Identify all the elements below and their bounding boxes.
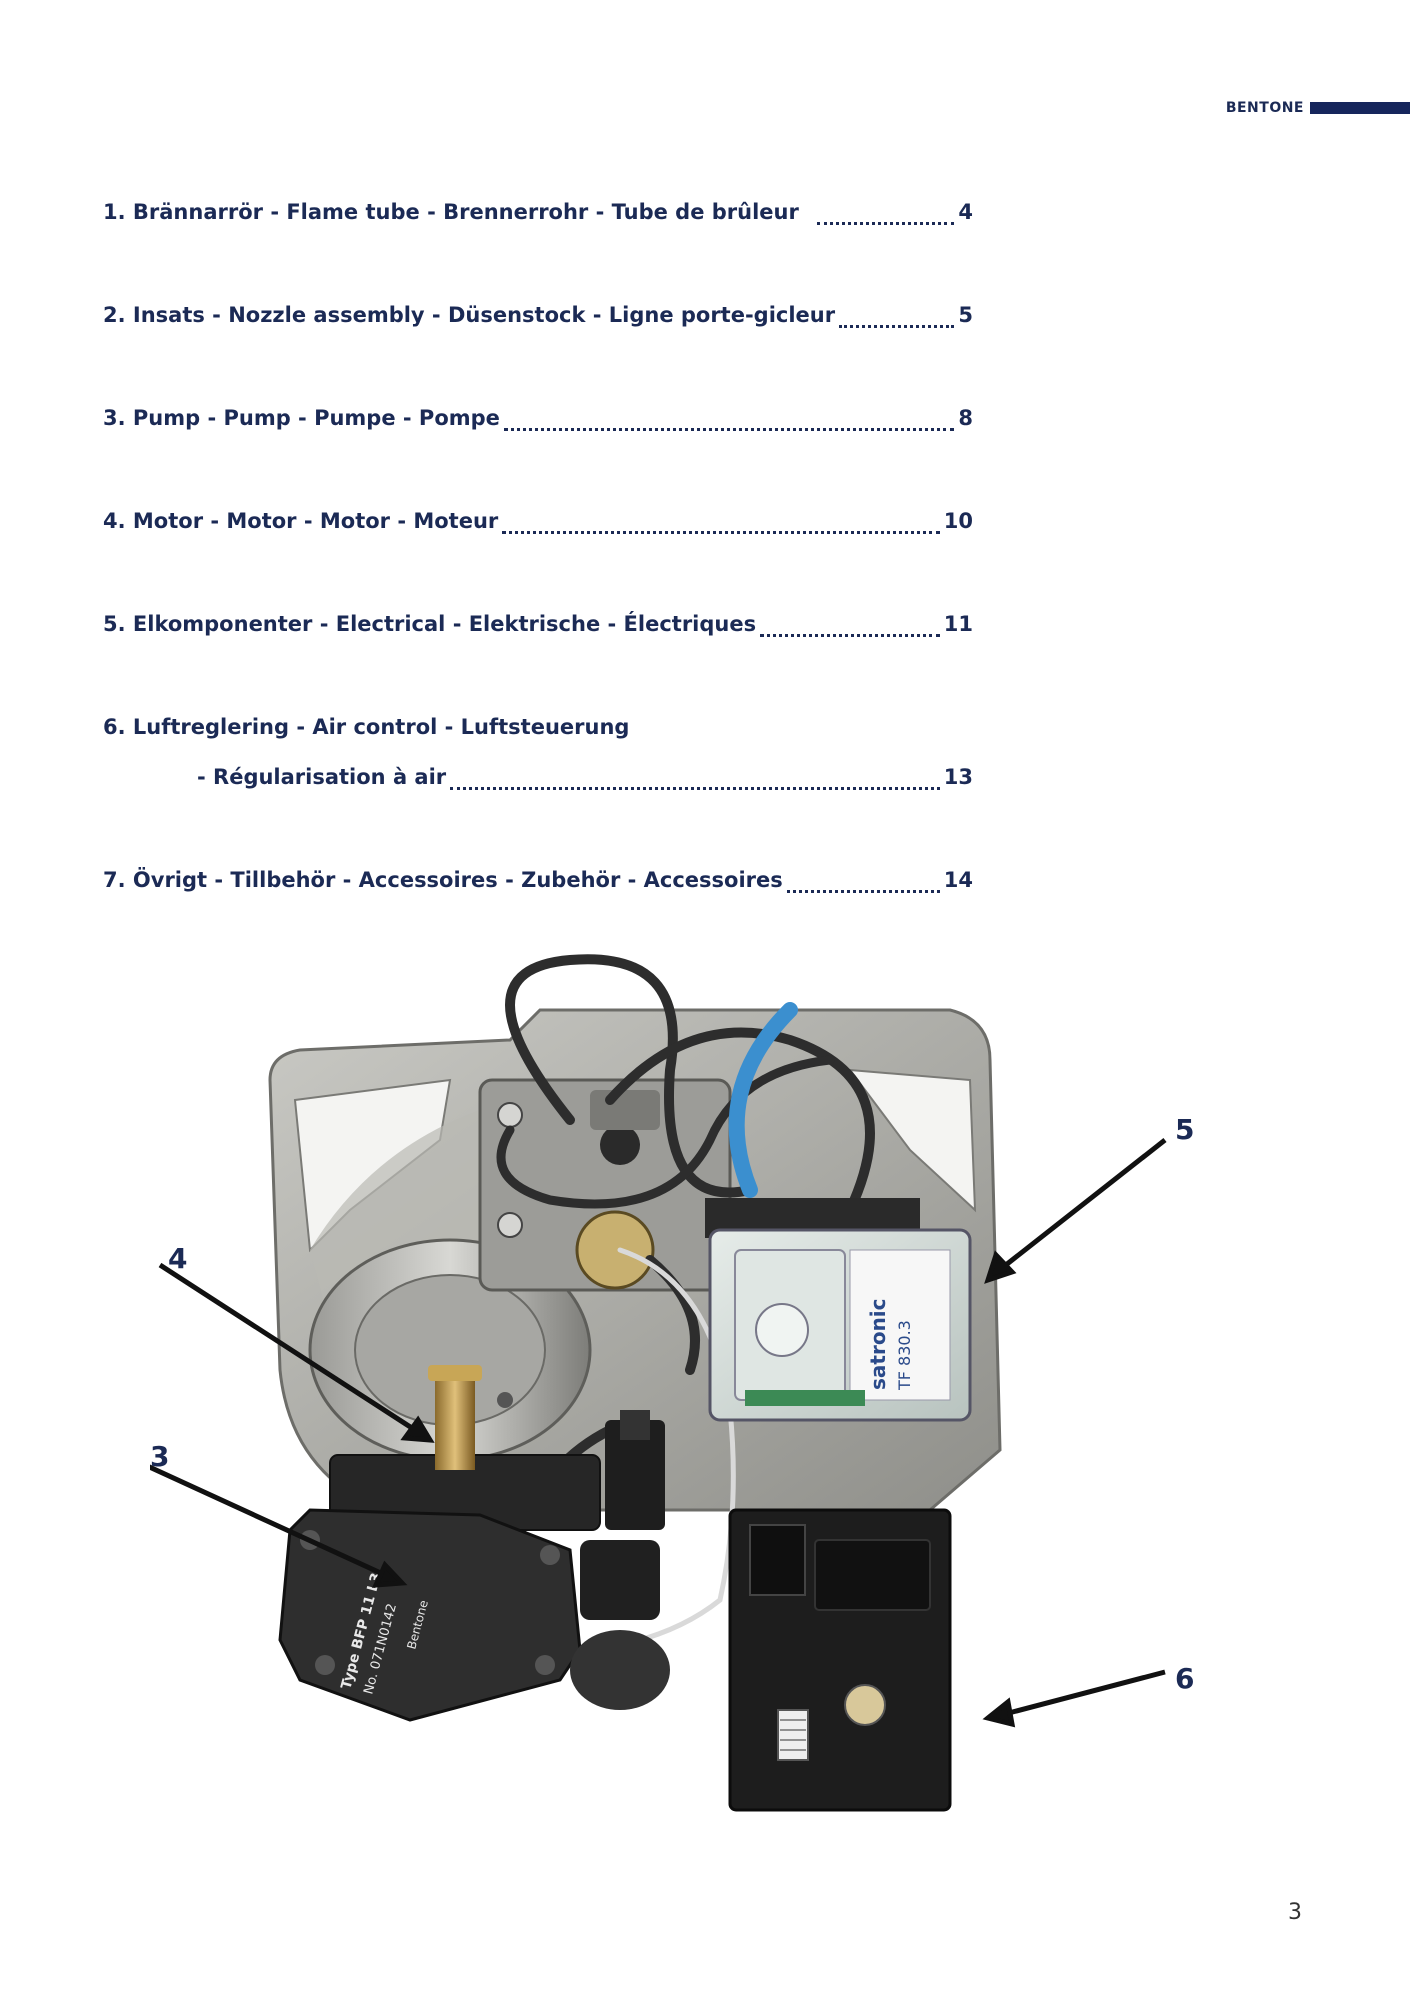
toc-entry-pump[interactable]: 3. Pump - Pump - Pumpe - Pompe 8 [103, 406, 973, 438]
toc-leader-dots [839, 325, 955, 328]
toc-entry-label: 4. Motor - Motor - Motor - Moteur [103, 509, 499, 533]
callout-number-6: 6 [1175, 1662, 1195, 1695]
toc-entry-air-control-sub[interactable]: - Régularisation à air 13 [103, 765, 973, 797]
toc-entry-page: 5 [958, 303, 973, 327]
brand-name: BENTONE [1225, 100, 1304, 116]
toc-entry-accessories[interactable]: 7. Övrigt - Tillbehör - Accessoires - Zu… [103, 868, 973, 900]
brand-bar [1310, 102, 1410, 114]
toc-entry-air-control[interactable]: 6. Luftreglering - Air control - Luftste… [103, 715, 629, 747]
toc-entry-page: 13 [943, 765, 973, 789]
toc-leader-dots [450, 787, 940, 790]
toc-entry-page: 11 [943, 612, 973, 636]
air-control-unit [728, 1508, 952, 1812]
toc-leader-dots [503, 428, 955, 431]
callout-number-3: 3 [150, 1440, 170, 1473]
toc-leader-dots [760, 634, 940, 637]
oil-pump: Type BFP 11 L3 No. 071N0142 Bentone [278, 1365, 670, 1722]
toc-leader-dots [786, 890, 940, 893]
toc-entry-motor[interactable]: 4. Motor - Motor - Motor - Moteur 10 [103, 509, 973, 541]
control-box-model: TF 830.3 [895, 1320, 914, 1391]
toc-leader-dots [816, 222, 955, 225]
callout-number-5: 5 [1175, 1113, 1195, 1146]
callout-arrows [150, 1138, 1167, 1728]
callout-number-4: 4 [168, 1242, 188, 1275]
toc-entry-label: 3. Pump - Pump - Pumpe - Pompe [103, 406, 500, 430]
toc-entry-label: 6. Luftreglering - Air control - Luftste… [103, 715, 630, 739]
toc-entry-label: 1. Brännarrör - Flame tube - Brennerrohr… [103, 200, 799, 224]
control-box-brand: satronic [866, 1298, 890, 1390]
control-box: satronic TF 830.3 [705, 1198, 972, 1422]
toc-entry-page: 14 [943, 868, 973, 892]
toc-entry-nozzle-assembly[interactable]: 2. Insats - Nozzle assembly - Düsenstock… [103, 303, 973, 335]
toc-leader-dots [502, 531, 940, 534]
toc-entry-sub-label: - Régularisation à air [197, 765, 447, 789]
toc-entry-label: 5. Elkomponenter - Electrical - Elektris… [103, 612, 757, 636]
toc-entry-label: 2. Insats - Nozzle assembly - Düsenstock… [103, 303, 836, 327]
toc-entry-flame-tube[interactable]: 1. Brännarrör - Flame tube - Brennerrohr… [103, 200, 973, 232]
page-number: 3 [1288, 1900, 1302, 1925]
toc-entry-page: 10 [943, 509, 973, 533]
brand-header: BENTONE [1226, 100, 1410, 116]
toc-entry-label: 7. Övrigt - Tillbehör - Accessoires - Zu… [103, 868, 783, 892]
toc-entry-page: 8 [958, 406, 973, 430]
toc-entry-page: 4 [958, 200, 973, 224]
burner-photo: satronic TF 830.3 Type BFP 11 L3 No. 071… [150, 954, 1167, 1812]
toc-entry-electrical[interactable]: 5. Elkomponenter - Electrical - Elektris… [103, 612, 973, 644]
